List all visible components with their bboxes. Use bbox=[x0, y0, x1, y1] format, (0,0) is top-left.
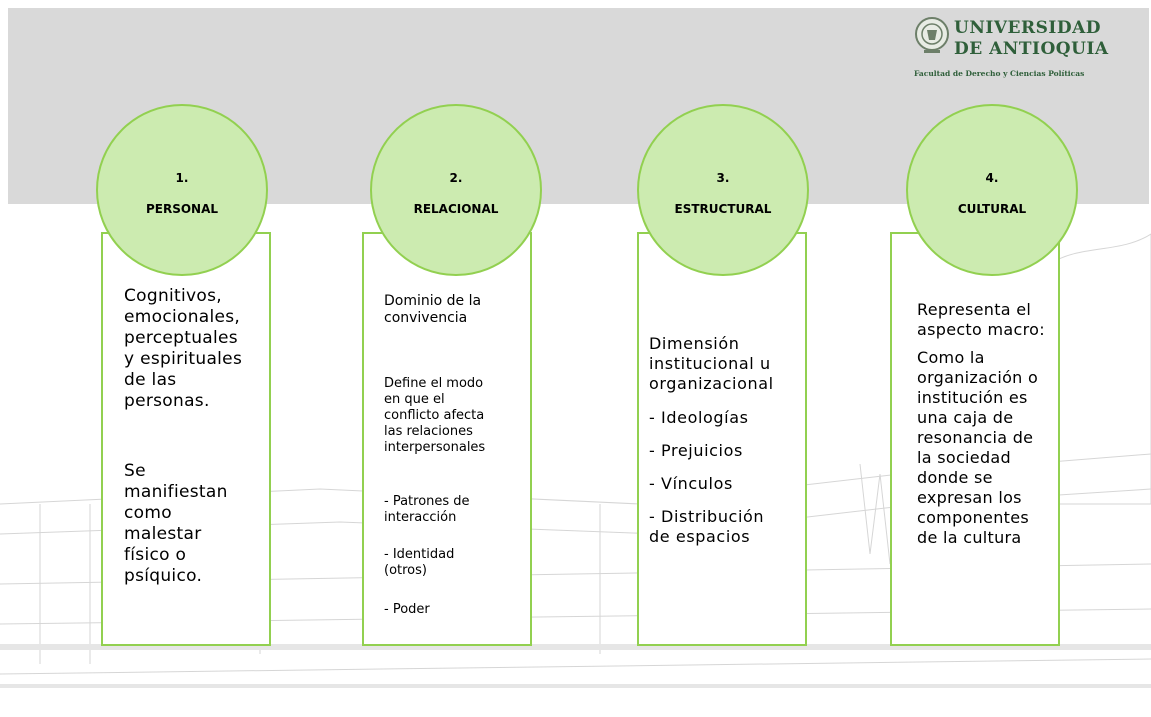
text-line: de las bbox=[124, 370, 177, 390]
text-line: - Identidad bbox=[384, 547, 455, 562]
text-line: de la cultura bbox=[917, 528, 1022, 547]
text-line: - Distribución bbox=[649, 507, 765, 526]
card-text-block: - Vínculos bbox=[649, 474, 733, 494]
text-line: organizacional bbox=[649, 374, 774, 393]
text-line: - Poder bbox=[384, 602, 430, 617]
text-line: la sociedad bbox=[917, 448, 1011, 467]
text-line: como bbox=[124, 503, 172, 523]
card-text-block: Dimensión institucional u organizacional bbox=[649, 334, 774, 394]
circle-title: CULTURAL bbox=[957, 201, 1027, 216]
text-line: Define el modo bbox=[384, 376, 484, 391]
text-line: Se bbox=[124, 461, 146, 481]
text-line: perceptuales bbox=[124, 328, 238, 348]
card-text-block: Cognitivos, emocionales, perceptuales y … bbox=[124, 286, 242, 412]
text-line: - Patrones de bbox=[384, 494, 470, 509]
text-line: (otros) bbox=[384, 563, 427, 578]
text-line: - Vínculos bbox=[649, 474, 733, 493]
card-text-block: Dominio de la convivencia bbox=[384, 293, 481, 327]
circle-number: 4. bbox=[985, 170, 999, 185]
text-line: expresan los bbox=[917, 488, 1022, 507]
card-text-block: - Ideologías bbox=[649, 408, 749, 428]
text-line: interpersonales bbox=[384, 440, 486, 455]
text-line: convivencia bbox=[384, 310, 468, 326]
card-relacional bbox=[362, 232, 532, 646]
card-personal bbox=[101, 232, 271, 646]
circle-title: RELACIONAL bbox=[413, 201, 499, 216]
text-line: Como la bbox=[917, 348, 985, 367]
text-line: resonancia de bbox=[917, 428, 1034, 447]
text-line: manifiestan bbox=[124, 482, 228, 502]
text-line: de espacios bbox=[649, 527, 751, 546]
card-text-block: Se manifiestan como malestar físico o ps… bbox=[124, 461, 228, 587]
text-line: Cognitivos, bbox=[124, 286, 222, 306]
card-text-block: Representa el aspecto macro: bbox=[917, 300, 1045, 340]
text-line: componentes bbox=[917, 508, 1029, 527]
card-text-block: - Prejuicios bbox=[649, 441, 743, 461]
card-text-block: Como la organización o institución es un… bbox=[917, 348, 1038, 548]
text-line: - Ideologías bbox=[649, 408, 749, 427]
logo-faculty: Facultad de Derecho y Ciencias Políticas bbox=[914, 69, 1085, 78]
text-line: - Prejuicios bbox=[649, 441, 743, 460]
card-text-block: Define el modo en que el conflicto afect… bbox=[384, 376, 485, 456]
text-line: psíquico. bbox=[124, 566, 203, 586]
circle-personal: 1. PERSONAL bbox=[96, 104, 268, 276]
text-line: conflicto afecta bbox=[384, 408, 485, 423]
university-logo: UNIVERSIDAD DE ANTIOQUIA Facultad de Der… bbox=[914, 14, 1146, 88]
circle-estructural: 3. ESTRUCTURAL bbox=[637, 104, 809, 276]
text-line: físico o bbox=[124, 545, 187, 565]
card-text-block: - Poder bbox=[384, 602, 430, 618]
logo-title-line1: UNIVERSIDAD bbox=[954, 18, 1101, 38]
circle-number: 2. bbox=[449, 170, 463, 185]
text-line: emocionales, bbox=[124, 307, 241, 327]
card-text-block: - Identidad (otros) bbox=[384, 547, 454, 579]
text-line: las relaciones bbox=[384, 424, 473, 439]
text-line: y espirituales bbox=[124, 349, 243, 369]
circle-title: PERSONAL bbox=[145, 201, 219, 216]
text-line: donde se bbox=[917, 468, 993, 487]
text-line: institución es bbox=[917, 388, 1028, 407]
circle-number: 1. bbox=[175, 170, 189, 185]
card-estructural bbox=[637, 232, 807, 646]
text-line: una caja de bbox=[917, 408, 1014, 427]
text-line: Dimensión bbox=[649, 334, 740, 353]
circle-title: ESTRUCTURAL bbox=[674, 201, 772, 216]
circle-number: 3. bbox=[716, 170, 730, 185]
circle-relacional: 2. RELACIONAL bbox=[370, 104, 542, 276]
circle-cultural: 4. CULTURAL bbox=[906, 104, 1078, 276]
university-seal-icon bbox=[915, 17, 949, 53]
text-line: malestar bbox=[124, 524, 202, 544]
logo-title-line2: DE ANTIOQUIA bbox=[954, 39, 1109, 59]
card-text-block: - Patrones de interacción bbox=[384, 494, 470, 526]
text-line: organización o bbox=[917, 368, 1039, 387]
text-line: personas. bbox=[124, 391, 210, 411]
text-line: Representa el bbox=[917, 300, 1032, 319]
text-line: Dominio de la bbox=[384, 293, 482, 309]
text-line: interacción bbox=[384, 510, 457, 525]
text-line: institucional u bbox=[649, 354, 771, 373]
card-cultural bbox=[890, 232, 1060, 646]
text-line: aspecto macro: bbox=[917, 320, 1045, 339]
card-text-block: - Distribución de espacios bbox=[649, 507, 764, 547]
text-line: en que el bbox=[384, 392, 445, 407]
